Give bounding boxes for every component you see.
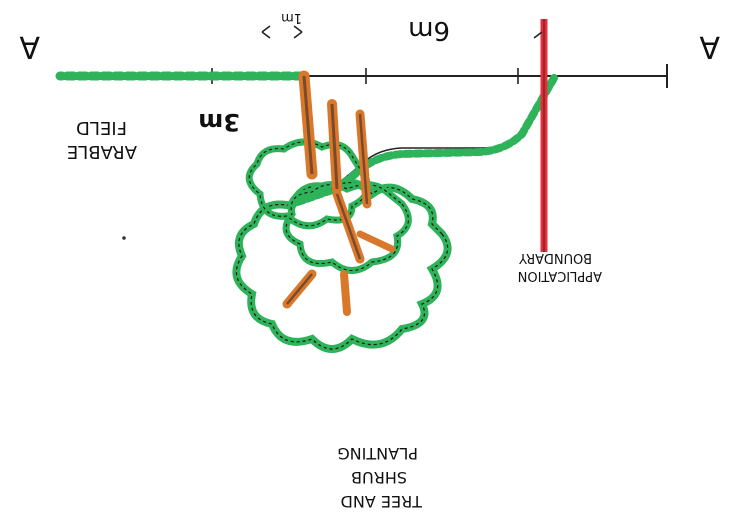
svg-text:TREE AND: TREE AND — [341, 492, 423, 511]
svg-text:ARABLE: ARABLE — [67, 141, 137, 162]
tree-shrub-planting-label: TREE AND SHRUB PLANTING — [337, 444, 423, 511]
svg-text:BOUNDARY: BOUNDARY — [519, 250, 592, 265]
dimension-3m: 3m — [198, 108, 240, 136]
section-marker-right: A — [19, 29, 40, 64]
tree-trunks — [282, 70, 396, 316]
dimension-1m: 1m — [281, 10, 302, 25]
arable-field-label: ARABLE FIELD — [67, 117, 137, 162]
svg-text:FIELD: FIELD — [76, 117, 127, 138]
dimension-arrows — [261, 25, 543, 39]
application-boundary-label: APPLICATION BOUNDARY — [518, 250, 602, 283]
dimension-6m: 6m — [408, 15, 450, 45]
svg-text:A: A — [699, 29, 720, 64]
svg-text:A: A — [19, 29, 40, 64]
svg-text:PLANTING: PLANTING — [337, 444, 418, 463]
section-marker-left: A — [699, 29, 720, 64]
svg-text:SHRUB: SHRUB — [351, 468, 407, 487]
tree-canopies — [232, 138, 452, 353]
svg-text:APPLICATION: APPLICATION — [518, 268, 602, 283]
ink-dot — [122, 236, 126, 240]
